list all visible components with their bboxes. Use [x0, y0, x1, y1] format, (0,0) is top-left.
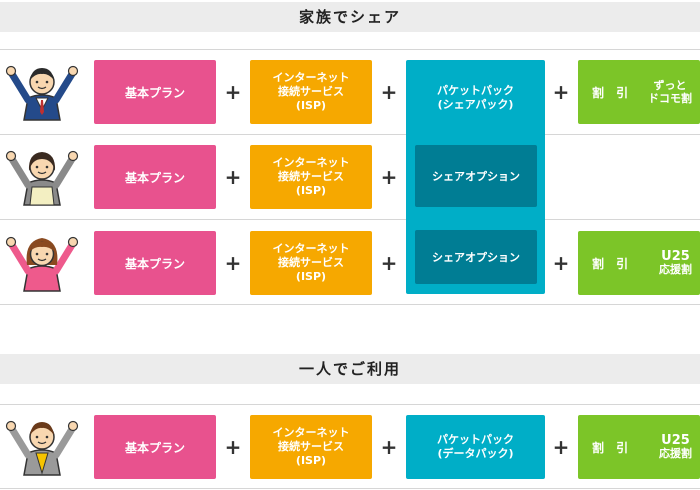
basic-plan-box: 基本プラン [94, 145, 216, 209]
isp-label-line2: 接続サービス [278, 256, 344, 269]
isp-label-line1: インターネット [272, 156, 350, 169]
discount-label: 割 引 [592, 85, 633, 100]
basic-plan-box: 基本プラン [94, 231, 216, 295]
family-share-title: 家族でシェア [298, 8, 401, 26]
u25-discount-box: 割 引 U25 応援割 [578, 231, 700, 295]
daughter-icon [5, 236, 79, 292]
share-option-box: シェアオプション [415, 145, 537, 207]
u25-discount-box: 割 引 U25 応援割 [578, 415, 700, 479]
isp-box: インターネット 接続サービス (ISP) [250, 145, 372, 209]
plus-sign: + [380, 165, 398, 189]
u25-tag: U25 応援割 [659, 231, 692, 295]
data-pack-line2: (データパック) [437, 447, 514, 460]
plus-sign: + [552, 80, 570, 104]
discount-label: 割 引 [592, 440, 633, 455]
basic-plan-label: 基本プラン [124, 170, 185, 185]
divider [0, 134, 700, 135]
zutto-line2: ドコモ割 [648, 92, 692, 105]
data-pack-line1: パケットパック [437, 433, 514, 446]
plus-sign: + [224, 435, 242, 459]
isp-label-line2: 接続サービス [278, 170, 344, 183]
u25-line1: U25 [661, 249, 690, 264]
isp-box: インターネット 接続サービス (ISP) [250, 231, 372, 295]
data-pack-box: パケットパック (データパック) [406, 415, 545, 479]
zutto-docomo-discount-box: 割 引 ずっと ドコモ割 [578, 60, 700, 124]
basic-plan-label: 基本プラン [124, 256, 185, 271]
plus-sign: + [224, 251, 242, 275]
share-option-label: シェアオプション [432, 170, 520, 183]
share-option-label: シェアオプション [432, 251, 520, 264]
solo-use-title: 一人でご利用 [298, 360, 401, 378]
isp-label-line2: 接続サービス [278, 440, 344, 453]
share-option-box: シェアオプション [415, 230, 537, 284]
basic-plan-box: 基本プラン [94, 60, 216, 124]
plus-sign: + [224, 165, 242, 189]
u25-line2: 応援割 [659, 447, 692, 460]
divider [0, 404, 700, 405]
isp-label-line1: インターネット [272, 242, 350, 255]
packet-pack-line2: (シェアパック) [437, 98, 514, 111]
divider [0, 49, 700, 50]
u25-tag: U25 応援割 [659, 415, 692, 479]
discount-label: 割 引 [592, 256, 633, 271]
u25-line2: 応援割 [659, 263, 692, 276]
family-share-header: 家族でシェア [0, 2, 700, 32]
isp-label-line2: 接続サービス [278, 85, 344, 98]
isp-label-line3: (ISP) [295, 99, 327, 112]
isp-label-line3: (ISP) [295, 270, 327, 283]
mother-icon [5, 150, 79, 206]
u25-line1: U25 [661, 433, 690, 448]
solo-use-header: 一人でご利用 [0, 354, 700, 384]
basic-plan-box: 基本プラン [94, 415, 216, 479]
isp-label-line1: インターネット [272, 426, 350, 439]
isp-box: インターネット 接続サービス (ISP) [250, 415, 372, 479]
isp-label-line1: インターネット [272, 71, 350, 84]
plus-sign: + [380, 80, 398, 104]
zutto-docomo-tag: ずっと ドコモ割 [648, 60, 692, 124]
isp-label-line3: (ISP) [295, 454, 327, 467]
divider [0, 304, 700, 305]
divider [0, 219, 700, 220]
plus-sign: + [380, 435, 398, 459]
basic-plan-label: 基本プラン [124, 440, 185, 455]
plus-sign: + [224, 80, 242, 104]
father-icon [5, 65, 79, 121]
basic-plan-label: 基本プラン [124, 85, 185, 100]
plus-sign: + [552, 435, 570, 459]
isp-box: インターネット 接続サービス (ISP) [250, 60, 372, 124]
plus-sign: + [552, 251, 570, 275]
plus-sign: + [380, 251, 398, 275]
solo-user-icon [5, 420, 79, 476]
packet-pack-title: パケットパック (シェアパック) [406, 84, 545, 112]
divider [0, 488, 700, 489]
zutto-line1: ずっと [653, 79, 687, 92]
isp-label-line3: (ISP) [295, 184, 327, 197]
packet-pack-line1: パケットパック [437, 84, 514, 97]
